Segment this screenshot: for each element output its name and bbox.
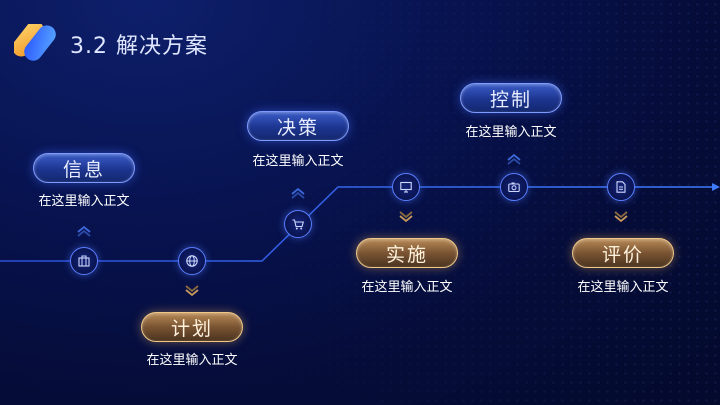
cart-icon	[292, 219, 305, 230]
step-label-decision: 决策	[247, 111, 349, 141]
step-node-control	[500, 173, 528, 201]
chevron-up-icon	[291, 187, 305, 199]
chevron-up-icon	[77, 225, 91, 237]
step-caption-info: 在这里输入正文	[38, 194, 130, 209]
step-node-plan	[178, 247, 206, 275]
step-caption-implement: 在这里输入正文	[361, 280, 453, 295]
step-caption-plan: 在这里输入正文	[146, 353, 238, 368]
camera-icon	[508, 182, 520, 193]
monitor-icon	[400, 181, 412, 193]
step-node-info	[70, 247, 98, 275]
chevron-up-icon	[507, 153, 521, 165]
step-node-evaluate	[607, 173, 635, 201]
step-label-implement: 实施	[356, 238, 458, 268]
step-label-control: 控制	[460, 83, 562, 113]
chevron-down-icon	[399, 211, 413, 223]
document-icon	[616, 181, 626, 193]
step-caption-evaluate: 在这里输入正文	[577, 280, 669, 295]
step-label-evaluate: 评价	[572, 238, 674, 268]
chevron-down-icon	[614, 211, 628, 223]
globe-icon	[186, 255, 198, 267]
flow-arrow-icon	[712, 183, 720, 191]
step-label-info: 信息	[33, 153, 135, 183]
step-caption-decision: 在这里输入正文	[252, 154, 344, 169]
chevron-down-icon	[185, 285, 199, 297]
step-label-plan: 计划	[141, 312, 243, 342]
logo-icon	[14, 24, 56, 61]
step-node-decision	[284, 210, 312, 238]
building-icon	[78, 255, 90, 267]
step-caption-control: 在这里输入正文	[465, 125, 557, 140]
page-title: 3.2 解决方案	[70, 34, 208, 59]
step-node-implement	[392, 173, 420, 201]
